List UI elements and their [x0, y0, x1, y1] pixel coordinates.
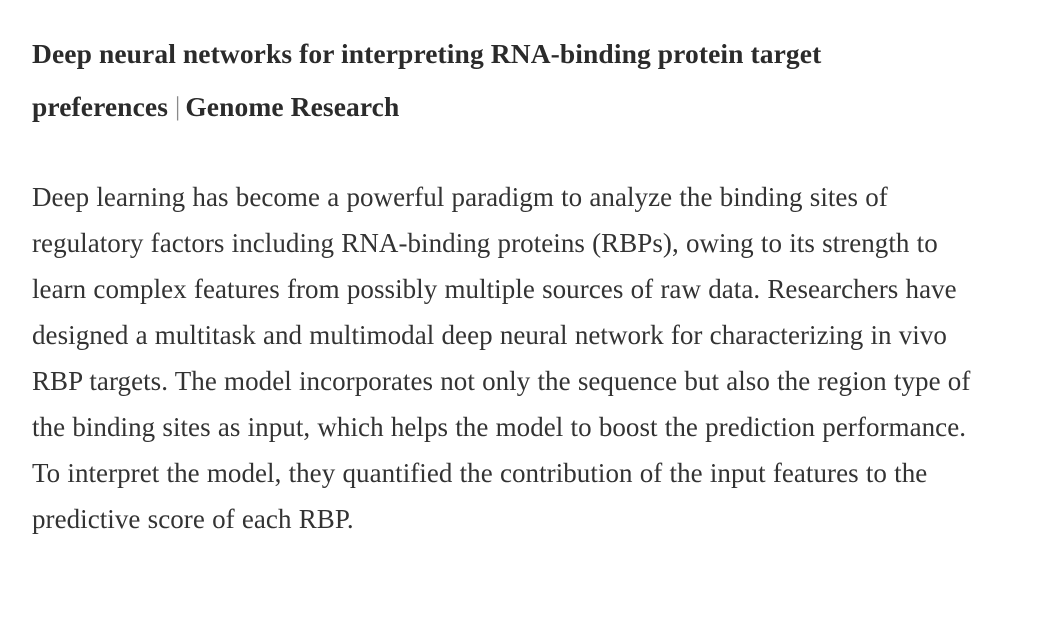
article-title-main: Deep neural networks for interpreting RN… — [32, 38, 822, 122]
title-separator: | — [175, 92, 181, 121]
article-abstract: Deep learning has become a powerful para… — [32, 182, 971, 534]
article-container: Deep neural networks for interpreting RN… — [32, 0, 1004, 542]
article-title-journal: Genome Research — [185, 91, 400, 122]
page-title: Deep neural networks for interpreting RN… — [32, 0, 1004, 134]
